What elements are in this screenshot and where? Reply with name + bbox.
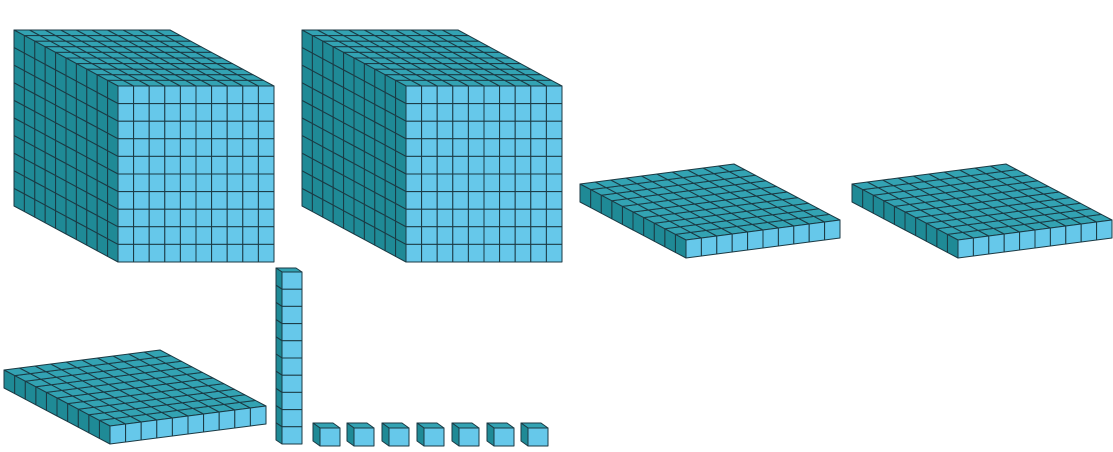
- hundred-flat-1: [580, 164, 840, 258]
- unit-cube-2: [347, 423, 374, 446]
- unit-cube-1: [313, 423, 340, 446]
- unit-cube-6: [487, 423, 514, 446]
- hundred-flat-2: [852, 164, 1112, 258]
- unit-cube-4: [417, 423, 444, 446]
- unit-cube-5: [452, 423, 479, 446]
- thousand-cube-1: [14, 30, 274, 262]
- thousand-cube-2: [302, 30, 562, 262]
- unit-cube-7: [521, 423, 548, 446]
- ten-rod-1: [276, 268, 302, 444]
- unit-cube-3: [382, 423, 409, 446]
- hundred-flat-3: [4, 350, 266, 444]
